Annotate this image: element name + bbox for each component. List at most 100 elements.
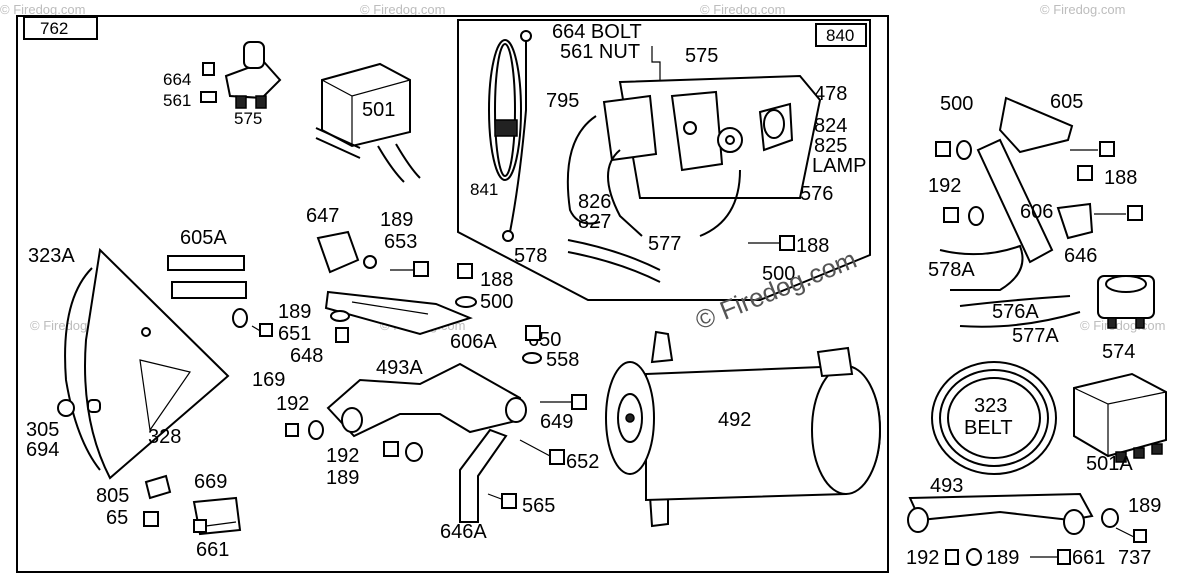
callout-501A: 501A: [1086, 453, 1133, 475]
bolt-188-icon: [457, 263, 473, 279]
callout-558: 558: [546, 349, 579, 371]
callout-652: 652: [566, 451, 599, 473]
callout-493A: 493A: [376, 357, 423, 379]
bracket-646A-icon: [459, 428, 508, 523]
callout-323A: 323A: [28, 245, 75, 267]
generator-492-icon: [605, 330, 882, 528]
callout-649: 649: [540, 411, 573, 433]
callout-belt: BELT: [964, 417, 1013, 439]
callout-189-upper: 189: [380, 209, 413, 231]
bolt-737-icon: [1115, 527, 1147, 543]
callout-827: 827: [578, 211, 611, 233]
bracket-493-icon: [907, 492, 1094, 535]
callout-500-inset: 500: [762, 263, 795, 285]
callout-305: 305: [26, 419, 59, 441]
callout-188: 188: [480, 269, 513, 291]
callout-576: 576: [800, 183, 833, 205]
callout-493: 493: [930, 475, 963, 497]
callout-189-bottom: 189: [986, 547, 1019, 569]
callout-500-right: 500: [940, 93, 973, 115]
nut-651-icon: [335, 327, 349, 343]
leader-line: [651, 46, 661, 95]
bolt-188-icon: [748, 235, 795, 251]
callout-575-inset: 575: [685, 45, 718, 67]
callout-647: 647: [306, 205, 339, 227]
wire-826-icon: [566, 115, 601, 225]
callout-805: 805: [96, 485, 129, 507]
washer-189-icon: [1101, 508, 1119, 528]
ammeter-574-icon: [1097, 275, 1155, 329]
inset-label: 840: [826, 26, 854, 45]
bracket-646-icon: [1056, 202, 1094, 240]
callout-577A: 577A: [1012, 325, 1059, 347]
wire-576-icon: [699, 169, 741, 237]
washer-500-icon: [956, 140, 972, 160]
strap-578A-icon: [939, 244, 1024, 291]
bolt-648-icon: [251, 323, 273, 337]
wire-577A-icon: [959, 311, 1081, 328]
callout-826: 826: [578, 191, 611, 213]
callout-575: 575: [234, 109, 262, 128]
guard-328-icon: [64, 247, 230, 480]
callout-648: 648: [290, 345, 323, 367]
callout-188-right: 188: [1104, 167, 1137, 189]
watermark-text: © Firedog.com: [1040, 2, 1125, 17]
spacer-647-icon: [316, 230, 360, 274]
clip-805-icon: [144, 474, 172, 500]
wire-578-icon: [567, 239, 661, 283]
callout-192-right: 192: [928, 175, 961, 197]
callout-661: 661: [196, 539, 229, 561]
washer-189-icon: [966, 548, 982, 566]
callout-606A: 606A: [450, 331, 497, 353]
inset-frame: [457, 19, 871, 301]
watermark-center: © Firedog.com: [691, 244, 861, 336]
terminal-ring-icon: [520, 30, 532, 42]
callout-574: 574: [1102, 341, 1135, 363]
callout-323-belt: 323: [974, 395, 1007, 417]
washer-558-icon: [522, 352, 542, 364]
callout-795: 795: [546, 90, 579, 112]
callout-646A: 646A: [440, 521, 487, 543]
callout-65: 65: [106, 507, 128, 529]
bolt-188-icon: [1077, 165, 1093, 181]
bracket-605-icon: [998, 96, 1074, 154]
watermark-text: © Firedog.com: [700, 2, 785, 17]
callout-578: 578: [514, 245, 547, 267]
wire-576A-icon: [959, 295, 1071, 307]
callout-576A: 576A: [992, 301, 1039, 323]
callout-192: 192: [276, 393, 309, 415]
callout-694: 694: [26, 439, 59, 461]
callout-500: 500: [480, 291, 513, 313]
bracket-493A-icon: [326, 362, 527, 438]
callout-192-lower: 192: [326, 445, 359, 467]
callout-192-bottom: 192: [906, 547, 939, 569]
bolt-650-icon: [525, 325, 541, 341]
callout-189-lower: 189: [326, 467, 359, 489]
washer-189-icon: [405, 442, 423, 462]
bolt-565-icon: [487, 493, 517, 509]
washer-189-icon: [330, 310, 350, 322]
nut-192-icon: [943, 207, 959, 223]
bracket-606A-icon: [324, 290, 473, 336]
callout-565: 565: [522, 495, 555, 517]
callout-169: 169: [252, 369, 285, 391]
section-label-box: [23, 16, 98, 40]
callout-lamp: LAMP: [812, 155, 866, 177]
starter-switch-575-icon: [224, 41, 282, 109]
regulator-501A-icon: [1073, 372, 1167, 463]
callout-664-bolt: 664 BOLT: [552, 21, 642, 43]
nut-192-icon: [945, 549, 959, 565]
callout-578A: 578A: [928, 259, 975, 281]
nut-65-icon: [143, 511, 159, 527]
callout-328: 328: [148, 426, 181, 448]
callout-561-nut: 561 NUT: [560, 41, 640, 63]
callout-605: 605: [1050, 91, 1083, 113]
nut-192-icon: [935, 141, 951, 157]
bolt-188-icon: [1127, 205, 1143, 221]
callout-737: 737: [1118, 547, 1151, 569]
callout-825: 825: [814, 135, 847, 157]
ground-wire-icon: [509, 40, 527, 233]
screw-head-icon: [1057, 549, 1071, 565]
callout-561: 561: [163, 91, 191, 110]
bolt-653-icon: [390, 261, 429, 277]
